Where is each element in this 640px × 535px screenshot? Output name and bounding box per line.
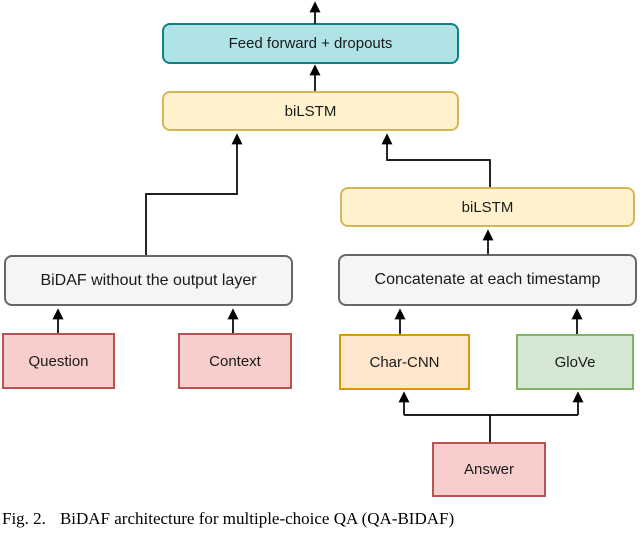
node-label: Feed forward + dropouts	[228, 35, 393, 52]
node-bidaf-without-output-layer: BiDAF without the output layer	[4, 255, 293, 306]
node-bilstm-top: biLSTM	[162, 91, 459, 131]
node-question: Question	[2, 333, 115, 389]
node-bilstm-right: biLSTM	[340, 187, 635, 227]
node-feed-forward-dropouts: Feed forward + dropouts	[162, 23, 459, 64]
node-label: GloVe	[554, 353, 596, 371]
node-label: Char-CNN	[369, 353, 440, 371]
node-glove: GloVe	[516, 334, 634, 390]
node-label: Question	[28, 352, 89, 370]
node-concatenate-at-each-timestamp: Concatenate at each timestamp	[338, 254, 637, 306]
arrow-bilstm-right-to-bilstm-top	[381, 133, 491, 187]
arrow-bidaf-to-bilstm-top	[145, 133, 243, 255]
node-label: Concatenate at each timestamp	[374, 271, 601, 288]
node-label: biLSTM	[284, 102, 337, 120]
node-label: BiDAF without the output layer	[40, 271, 257, 289]
node-answer: Answer	[432, 442, 546, 497]
figure-caption: Fig. 2. BiDAF architecture for multiple-c…	[2, 509, 632, 529]
node-label: Context	[209, 352, 261, 370]
node-context: Context	[178, 333, 292, 389]
node-label: Answer	[463, 461, 515, 478]
node-char-cnn: Char-CNN	[339, 334, 470, 390]
figure-caption-number: Fig. 2.	[2, 509, 46, 528]
node-label: biLSTM	[461, 198, 514, 216]
figure-caption-text: BiDAF architecture for multiple-choice Q…	[59, 509, 455, 528]
